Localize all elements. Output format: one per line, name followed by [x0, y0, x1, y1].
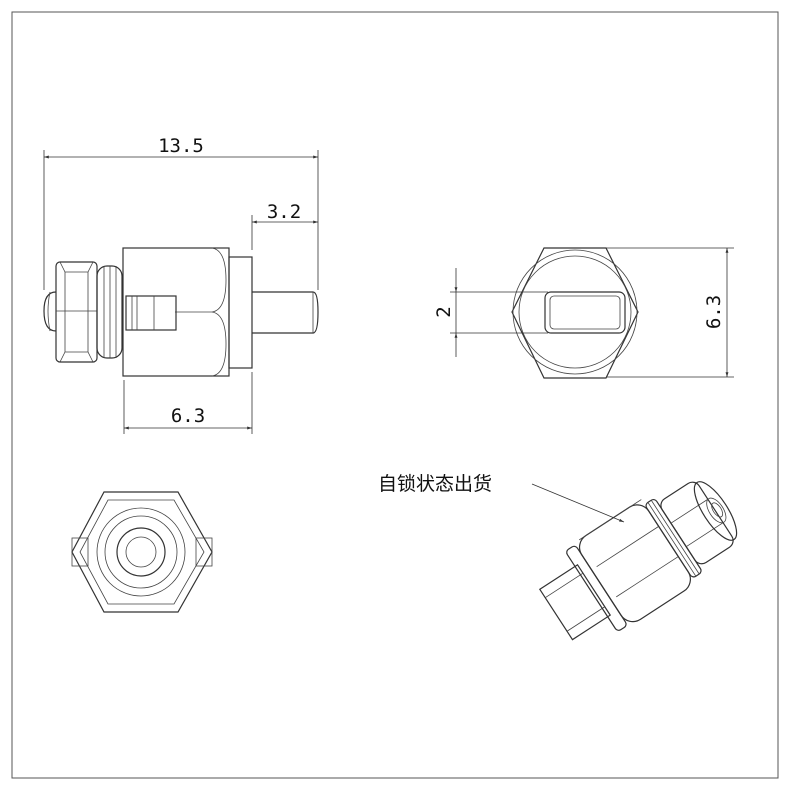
- annotation-callout: 自锁状态出货: [378, 473, 625, 523]
- side-view: [43, 247, 319, 377]
- isometric-view: [538, 481, 738, 641]
- end-view-slot: [511, 247, 639, 379]
- dimension-label: 3.2: [267, 201, 301, 223]
- dimension-overall-length: 13.5: [43, 135, 319, 290]
- dimension-label: 13.5: [158, 135, 204, 157]
- dimension-slot-width: 2: [433, 268, 548, 357]
- drawing-frame: [11, 11, 779, 779]
- dimension-label: 2: [433, 306, 455, 317]
- end-view-nut: [71, 491, 213, 613]
- dimension-pin-length: 3.2: [251, 201, 319, 250]
- dimension-label: 6.3: [703, 295, 725, 329]
- dimension-body-length: 6.3: [123, 372, 253, 434]
- dimension-label: 6.3: [171, 405, 205, 427]
- dimension-hex-height: 6.3: [606, 247, 734, 378]
- annotation-text: 自锁状态出货: [378, 473, 492, 495]
